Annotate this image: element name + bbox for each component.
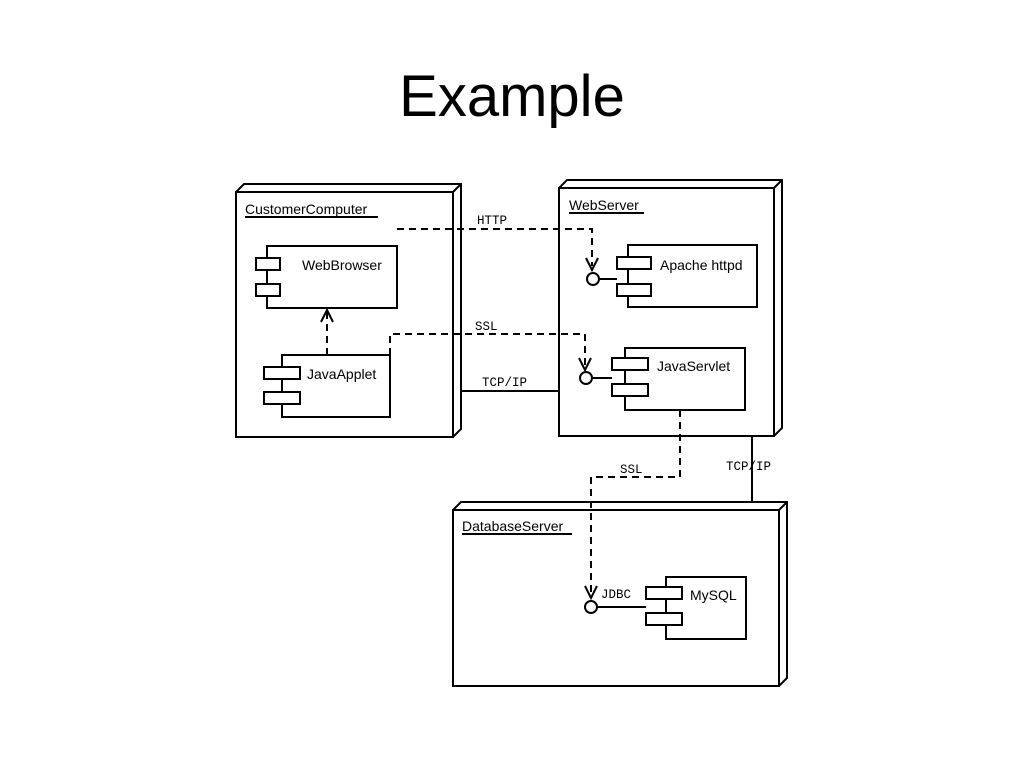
connection-http: HTTP — [397, 214, 599, 273]
component-label-mysql: MySQL — [690, 587, 737, 603]
connection-label-jdbc: JDBC — [601, 588, 631, 602]
component-label-apache-httpd: Apache httpd — [660, 257, 743, 273]
connection-label-tcpip-customer-web: TCP/IP — [482, 376, 527, 390]
component-label-web-browser: WebBrowser — [302, 257, 382, 273]
interface-apache-httpd — [586, 272, 600, 286]
connection-label-http: HTTP — [477, 214, 507, 228]
connection-ssl-applet: SSL — [389, 320, 592, 373]
connection-label-ssl-applet: SSL — [475, 320, 498, 334]
node-label-database-server: DatabaseServer — [462, 518, 564, 534]
component-java-applet: JavaApplet — [263, 354, 391, 418]
component-apache-httpd: Apache httpd — [586, 244, 758, 308]
dependency-applet-browser — [320, 307, 334, 355]
connection-tcpip-customer-web: TCP/IP — [461, 376, 559, 392]
component-web-browser: WebBrowser — [255, 245, 398, 309]
component-mysql: MySQL JDBC — [584, 576, 747, 640]
component-java-servlet: JavaServlet — [579, 347, 746, 411]
connection-ssl-servlet: SSL — [584, 410, 681, 601]
component-label-java-servlet: JavaServlet — [657, 358, 730, 374]
slide-title: Example — [399, 64, 625, 129]
connection-tcpip-web-db: TCP/IP — [726, 436, 771, 502]
interface-mysql — [584, 600, 598, 614]
node-label-customer-computer: CustomerComputer — [245, 201, 367, 217]
component-label-java-applet: JavaApplet — [307, 366, 376, 382]
interface-java-servlet — [579, 371, 593, 385]
connection-label-tcpip-web-db: TCP/IP — [726, 460, 771, 474]
node-label-web-server: WebServer — [569, 197, 639, 213]
connection-label-ssl-servlet: SSL — [620, 463, 643, 477]
